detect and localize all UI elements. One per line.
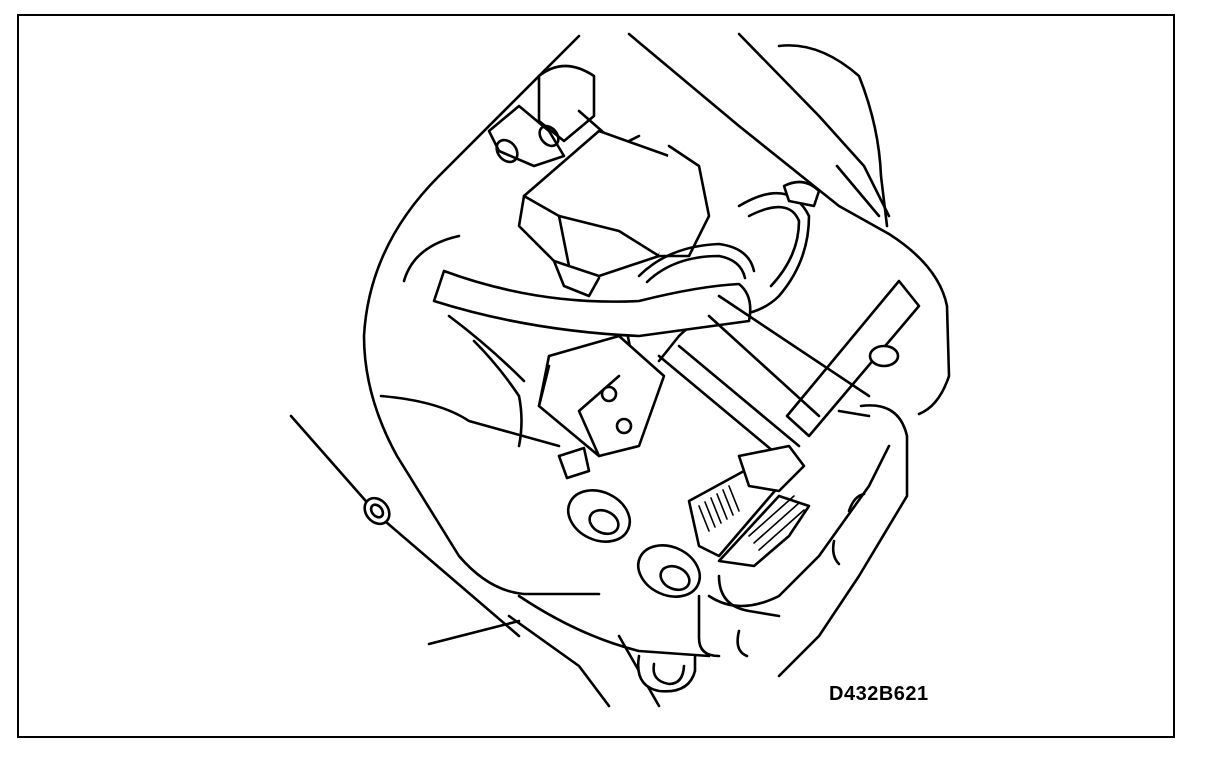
shaft-clamp [489,66,639,166]
steering-column-illustration [19,16,1175,738]
upper-cover [629,34,949,414]
key-cylinder-housing [519,131,709,296]
figure-code-label: D432B621 [829,683,929,705]
figure-frame: D432B621 [17,14,1175,738]
tilt-bracket [659,281,919,456]
tilt-lock-gear [689,446,809,566]
column-housing [364,36,599,594]
column-tube [291,416,519,644]
bushings [560,481,708,607]
lock-bar [434,271,750,336]
lower-bracket [509,405,907,706]
switch-module [539,336,664,478]
